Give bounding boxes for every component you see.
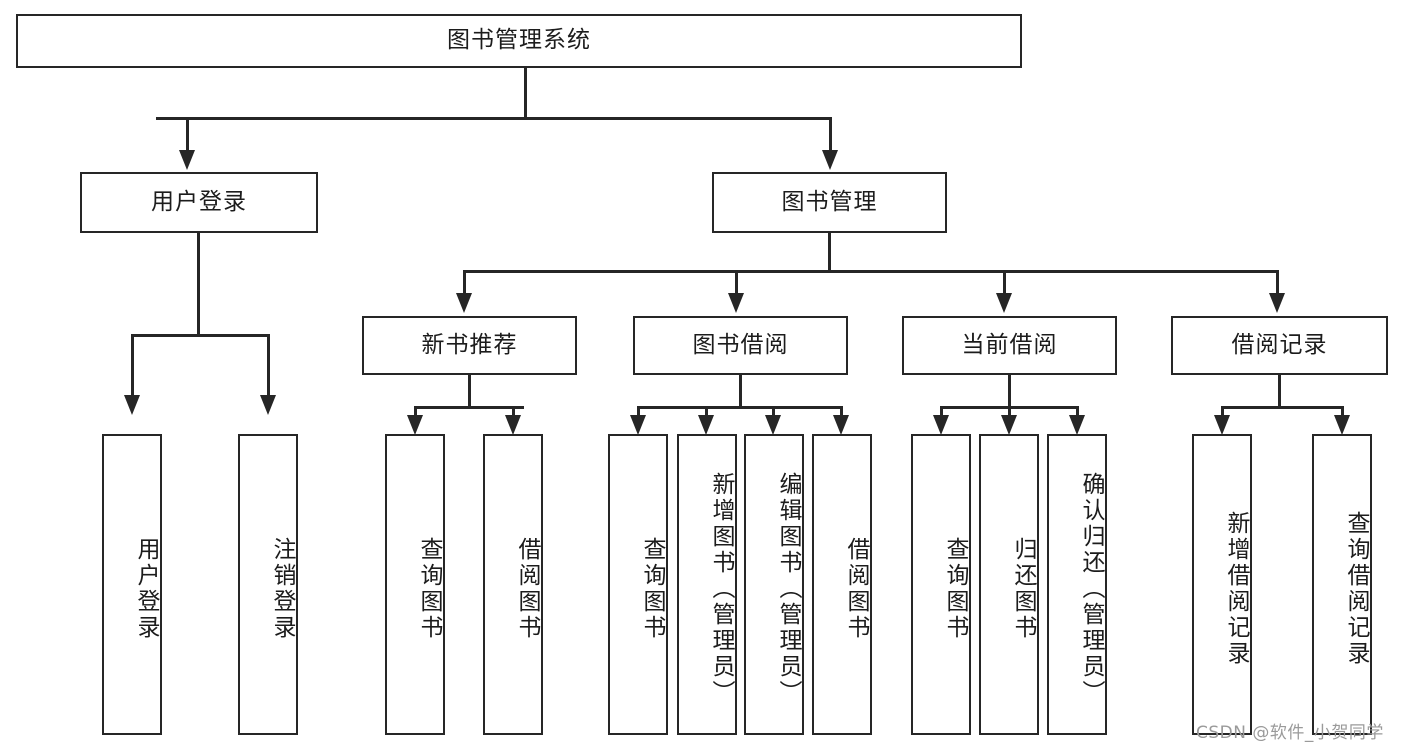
connector-book-borrow-d1	[637, 406, 640, 419]
arrowhead-book-borrow-leaf-1	[630, 415, 646, 435]
connector-borrow-record-stem	[1278, 375, 1281, 407]
leaf-borrow-record-query[interactable]: 查询借阅记录	[1312, 434, 1372, 735]
node-label: 借阅图书	[843, 536, 869, 641]
leaf-current-borrow-confirm[interactable]: 确认归还（管理员）	[1047, 434, 1107, 735]
connector-new-book-stem	[468, 375, 471, 407]
connector-user-login-left-drop	[131, 334, 134, 396]
node-label: 图书借阅	[692, 331, 789, 358]
arrowhead-borrow-record	[1269, 293, 1285, 313]
node-label: 新书推荐	[421, 331, 518, 358]
node-label: 借阅记录	[1231, 331, 1328, 358]
leaf-current-borrow-return[interactable]: 归还图书	[979, 434, 1039, 735]
connector-to-user-login	[186, 117, 189, 153]
leaf-current-borrow-query[interactable]: 查询图书	[911, 434, 971, 735]
arrowhead-new-book	[456, 293, 472, 313]
leaf-new-book-borrow[interactable]: 借阅图书	[483, 434, 543, 735]
node-borrow-record[interactable]: 借阅记录	[1171, 316, 1388, 375]
node-new-book[interactable]: 新书推荐	[362, 316, 577, 375]
arrowhead-book-borrow	[728, 293, 744, 313]
connector-root-stem	[524, 68, 527, 118]
node-label: 图书管理系统	[447, 27, 591, 54]
arrowhead-leaf-logout	[260, 395, 276, 415]
node-label: 归还图书	[1010, 536, 1036, 641]
connector-current-borrow-d2	[1008, 406, 1011, 419]
connector-to-book-manage	[829, 117, 832, 153]
connector-new-book-d2	[512, 406, 515, 419]
node-book-borrow[interactable]: 图书借阅	[633, 316, 848, 375]
connector-book-borrow-d3	[772, 406, 775, 419]
arrowhead-borrow-record-leaf-2	[1334, 415, 1350, 435]
connector-to-new-book	[463, 270, 466, 295]
arrowhead-leaf-user-login	[124, 395, 140, 415]
connector-borrow-record-d1	[1221, 406, 1224, 419]
leaf-user-login-logout[interactable]: 注销登录	[238, 434, 298, 735]
connector-to-borrow-record	[1276, 270, 1279, 295]
connector-new-book-d1	[414, 406, 417, 419]
node-current-borrow[interactable]: 当前借阅	[902, 316, 1117, 375]
leaf-book-borrow-borrow[interactable]: 借阅图书	[812, 434, 872, 735]
connector-book-manage-stem	[828, 233, 831, 271]
connector-current-borrow-d1	[940, 406, 943, 419]
node-label: 查询图书	[416, 536, 442, 641]
connector-new-book-bus	[414, 406, 524, 409]
leaf-new-book-query[interactable]: 查询图书	[385, 434, 445, 735]
connector-level2-bus	[463, 270, 1279, 273]
connector-user-login-bus	[131, 334, 269, 337]
leaf-book-borrow-edit[interactable]: 编辑图书（管理员）	[744, 434, 804, 735]
node-label: 编辑图书（管理员）	[775, 471, 801, 706]
connector-user-login-right-drop	[267, 334, 270, 396]
watermark-text: CSDN @软件_小贺同学	[1196, 723, 1384, 743]
node-user-login[interactable]: 用户登录	[80, 172, 318, 233]
node-label: 确认归还（管理员）	[1078, 471, 1104, 706]
connector-borrow-record-bus	[1221, 406, 1341, 409]
node-label: 用户登录	[151, 188, 247, 215]
node-label: 图书管理	[781, 188, 878, 215]
arrowhead-new-book-leaf-1	[407, 415, 423, 435]
connector-borrow-record-d2	[1341, 406, 1344, 419]
node-label: 查询图书	[942, 536, 968, 641]
node-book-manage[interactable]: 图书管理	[712, 172, 947, 233]
connector-to-book-borrow	[735, 270, 738, 295]
leaf-user-login-login[interactable]: 用户登录	[102, 434, 162, 735]
node-label: 查询图书	[639, 536, 665, 641]
arrowhead-book-borrow-leaf-4	[833, 415, 849, 435]
arrowhead-book-borrow-leaf-3	[765, 415, 781, 435]
node-label: 新增图书（管理员）	[708, 471, 734, 706]
arrowhead-current-borrow-leaf-2	[1001, 415, 1017, 435]
node-label: 注销登录	[269, 536, 295, 641]
arrowhead-book-manage	[822, 150, 838, 170]
connector-to-current-borrow	[1003, 270, 1006, 295]
node-label: 借阅图书	[514, 536, 540, 641]
connector-user-login-stem	[197, 233, 200, 335]
leaf-book-borrow-query[interactable]: 查询图书	[608, 434, 668, 735]
arrowhead-user-login	[179, 150, 195, 170]
arrowhead-book-borrow-leaf-2	[698, 415, 714, 435]
node-label: 当前借阅	[961, 331, 1058, 358]
connector-level1-bus	[156, 117, 830, 120]
node-root-system[interactable]: 图书管理系统	[16, 14, 1022, 68]
arrowhead-current-borrow	[996, 293, 1012, 313]
leaf-borrow-record-add[interactable]: 新增借阅记录	[1192, 434, 1252, 735]
connector-book-borrow-d2	[705, 406, 708, 419]
arrowhead-new-book-leaf-2	[505, 415, 521, 435]
connector-book-borrow-stem	[739, 375, 742, 407]
node-label: 查询借阅记录	[1343, 510, 1369, 667]
node-label: 用户登录	[133, 536, 159, 641]
node-label: 新增借阅记录	[1223, 510, 1249, 667]
leaf-book-borrow-add[interactable]: 新增图书（管理员）	[677, 434, 737, 735]
arrowhead-borrow-record-leaf-1	[1214, 415, 1230, 435]
connector-book-borrow-bus	[637, 406, 842, 409]
connector-book-borrow-d4	[840, 406, 843, 419]
connector-current-borrow-d3	[1076, 406, 1079, 419]
connector-current-borrow-stem	[1008, 375, 1011, 407]
arrowhead-current-borrow-leaf-3	[1069, 415, 1085, 435]
arrowhead-current-borrow-leaf-1	[933, 415, 949, 435]
